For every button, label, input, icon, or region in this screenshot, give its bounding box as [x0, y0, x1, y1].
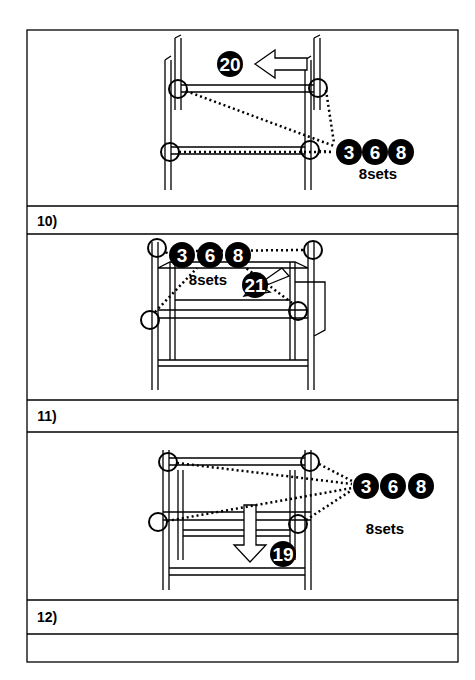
step-number: 12): [37, 610, 57, 624]
callout-number: 20: [217, 51, 243, 77]
callout-number: 8: [388, 139, 414, 165]
callout-number: 3: [169, 242, 195, 268]
quantity-note: 8sets: [189, 272, 227, 287]
direction-arrow: [234, 505, 266, 562]
leader-lines: [155, 90, 352, 521]
callout-number: 8: [408, 473, 434, 499]
callout-number: 3: [336, 139, 362, 165]
quantity-note: 8sets: [359, 166, 397, 181]
callout-number: 8: [225, 242, 251, 268]
callout-number: 21: [242, 272, 268, 298]
row-line: [27, 205, 458, 206]
step-number: 10): [37, 214, 57, 228]
hole-markers: [141, 79, 327, 533]
callout-number: 3: [353, 473, 379, 499]
row-line: [27, 233, 458, 234]
direction-arrow: [255, 50, 307, 78]
page-frame: [27, 30, 458, 662]
frame-drawing: [152, 242, 325, 390]
callout-number: 19: [270, 541, 296, 567]
quantity-note: 8sets: [366, 521, 404, 536]
callout-number: 6: [380, 473, 406, 499]
callout-number: 6: [362, 139, 388, 165]
step-number: 11): [37, 409, 56, 423]
row-line: [27, 633, 458, 634]
row-line: [27, 399, 458, 400]
callout-number: 6: [197, 242, 223, 268]
row-line: [27, 431, 458, 432]
row-line: [27, 599, 458, 600]
